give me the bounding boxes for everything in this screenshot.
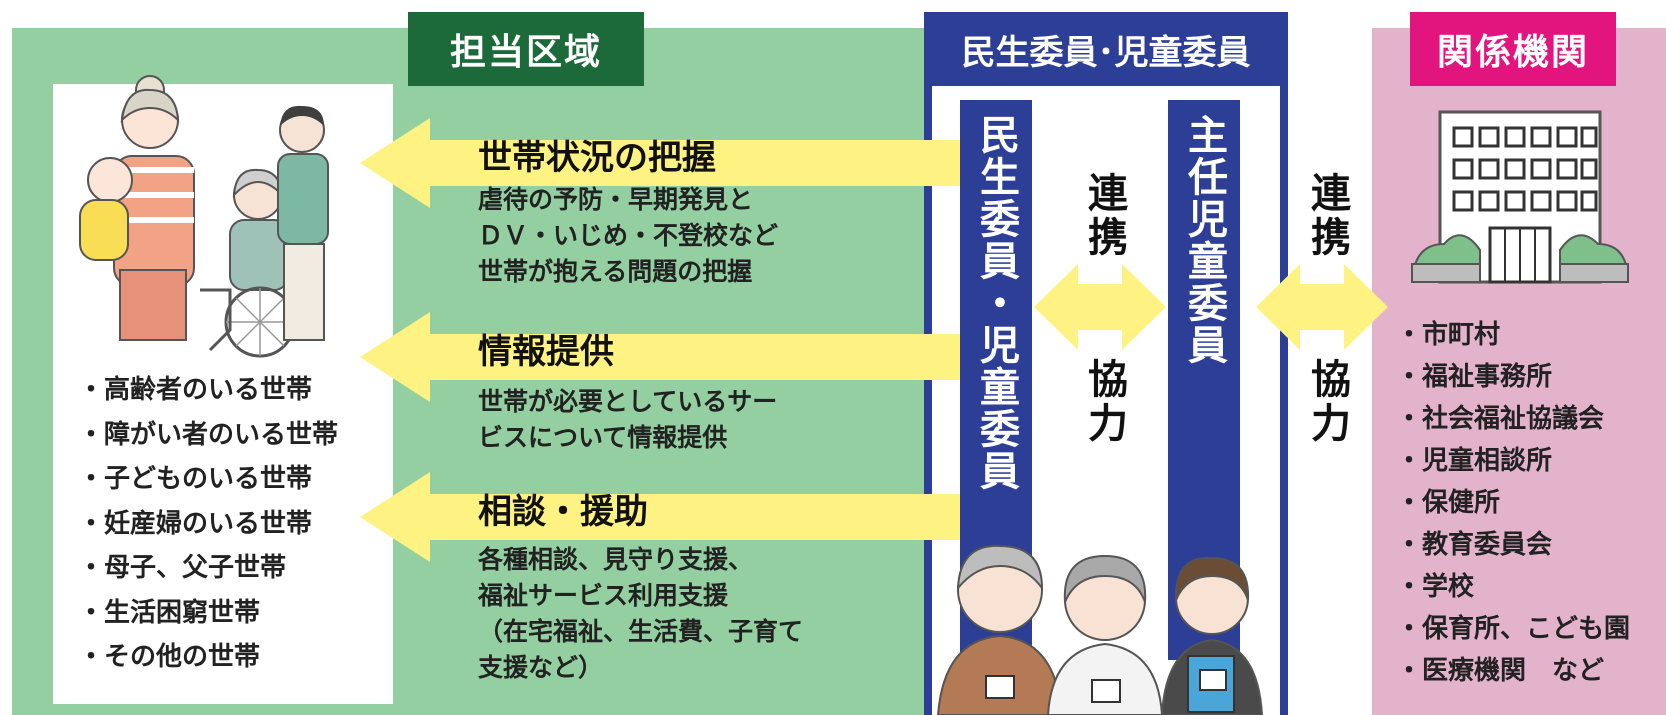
activity-desc: 虐待の予防・早期発見と ＤＶ・いじめ・不登校など 世帯が抱える問題の把握 [478, 185, 779, 286]
arrow-left-icon [360, 312, 960, 402]
list-item: ・その他の世帯 [78, 642, 261, 672]
activity-title: 世帯状況の把握 [478, 138, 716, 178]
members-title: 民生委員･児童委員 [924, 12, 1288, 86]
list-item: ・障がい者のいる世帯 [78, 419, 339, 450]
activity-desc: 世帯が必要としているサー ビスについて情報提供 [478, 387, 778, 452]
arrow-left-icon [360, 472, 960, 562]
arrow-left-icon [360, 118, 960, 208]
activity-desc: 各種相談、見守り支援、 福祉サービス利用支援 （在宅福祉、生活費、子育て 支援な… [478, 545, 804, 682]
members-frame [924, 86, 1288, 715]
area-title: 担当区域 [408, 12, 644, 86]
list-item: ・子どものいる世帯 [78, 464, 313, 494]
agencies-list: ・市町村 ・福祉事務所 ・社会福祉協議会 ・児童相談所 ・保健所 ・教育委員会 … [1396, 314, 1630, 692]
cooperation-label: 連携 [1304, 172, 1350, 260]
activity-title: 相談・援助 [478, 492, 648, 532]
list-item: ・医療機関 など [1396, 656, 1605, 686]
double-arrow-icon [1034, 264, 1166, 350]
households-list: ・高齢者のいる世帯 ・障がい者のいる世帯 ・子どものいる世帯 ・妊産婦のいる世帯… [78, 368, 338, 680]
cooperation-label: 協力 [1081, 358, 1127, 446]
list-item: ・妊産婦のいる世帯 [78, 508, 313, 539]
list-item: ・教育委員会 [1396, 530, 1553, 560]
list-item: ・児童相談所 [1396, 446, 1553, 476]
agencies-title: 関係機関 [1410, 12, 1616, 86]
list-item: ・高齢者のいる世帯 [78, 375, 313, 405]
list-item: ・生活困窮世帯 [78, 597, 261, 628]
list-item: ・福祉事務所 [1396, 362, 1553, 392]
double-arrow-icon [1256, 264, 1388, 350]
building-icon [1410, 110, 1630, 284]
member-column-right-label: 主任児童委員 [1181, 114, 1227, 366]
list-item: ・学校 [1396, 572, 1475, 602]
list-item: ・母子、父子世帯 [78, 553, 287, 583]
cooperation-label: 協力 [1304, 358, 1350, 446]
list-item: ・社会福祉協議会 [1396, 404, 1605, 434]
activity-title: 情報提供 [478, 332, 614, 372]
cooperation-label: 連携 [1081, 172, 1127, 260]
list-item: ・市町村 [1396, 320, 1501, 350]
list-item: ・保健所 [1396, 488, 1501, 518]
member-column-left-label: 民生委員・児童委員 [973, 114, 1019, 492]
members-illustration-icon [936, 544, 1264, 715]
list-item: ・保育所、こども園 [1396, 614, 1631, 644]
family-illustration-icon [79, 75, 329, 358]
